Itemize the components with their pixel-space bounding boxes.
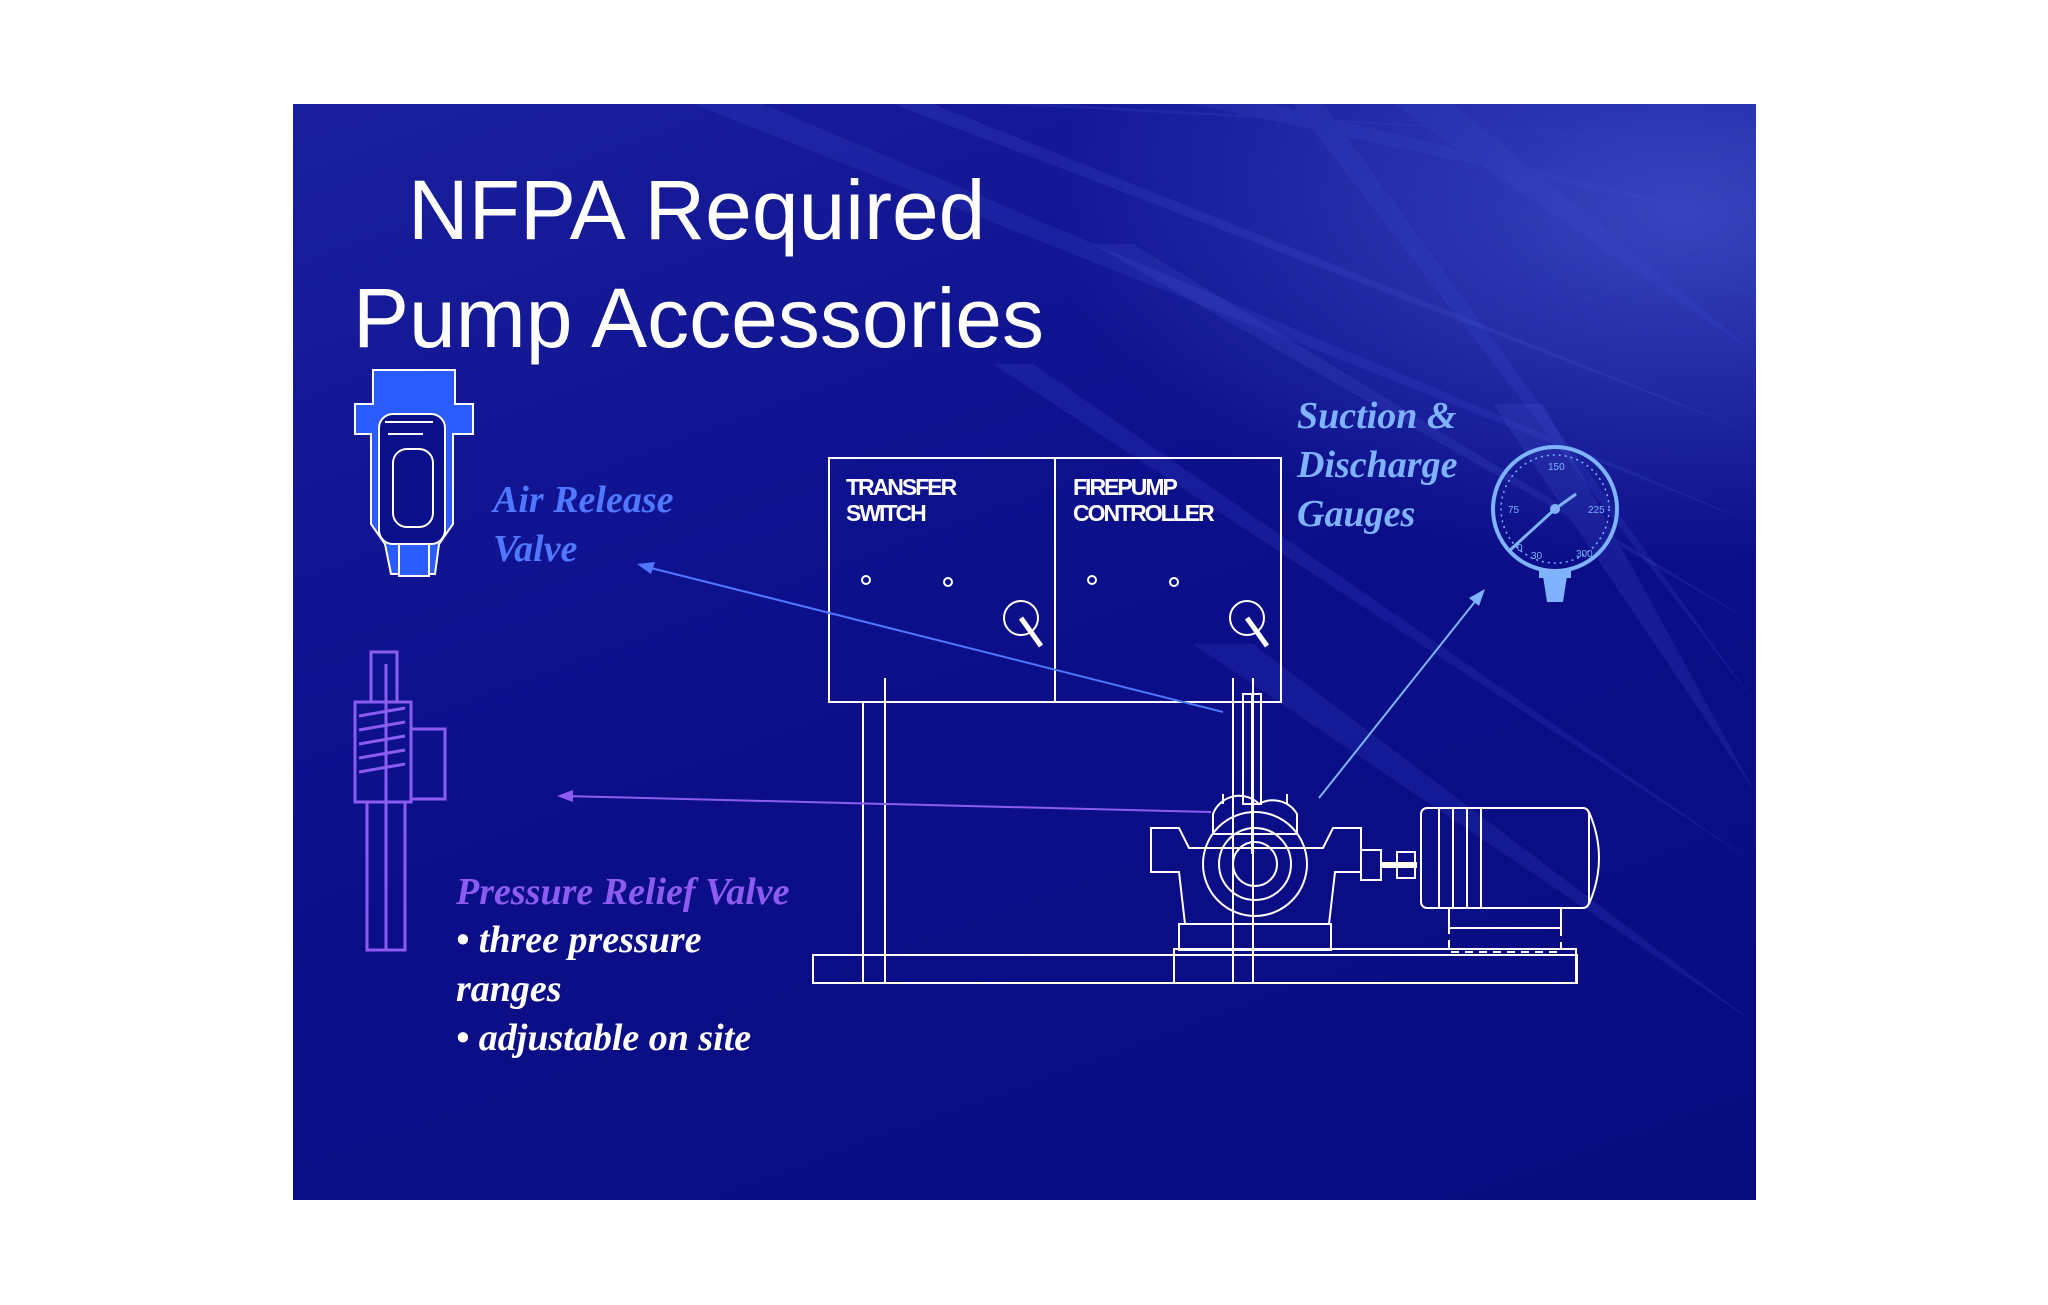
pressure-gauge-icon: 150 75 225 0 30 300 — [1491, 445, 1619, 602]
control-panels — [828, 457, 1282, 984]
gauge-tick-300: 300 — [1576, 549, 1593, 560]
bullet-1-line-1: • three pressure — [456, 919, 702, 961]
air-release-valve-icon — [354, 369, 474, 577]
pump-drawing: 150 75 225 0 30 300 — [353, 369, 1619, 984]
slide-title: NFPA Required Pump Accessories — [353, 156, 1153, 372]
controller-line-1: FIREPUMP — [1073, 474, 1178, 500]
transfer-line-2: SWITCH — [846, 500, 927, 526]
pressure-relief-bullets: • three pressure ranges • adjustable on … — [456, 916, 836, 1063]
gauges-line-2: Discharge — [1297, 444, 1458, 486]
title-line-1: NFPA Required — [408, 163, 986, 257]
pressure-relief-text: Pressure Relief Valve — [456, 871, 790, 913]
pressure-relief-valve-label: Pressure Relief Valve — [456, 868, 856, 917]
gauge-tick-30: 30 — [1531, 551, 1543, 562]
background-rays — [693, 104, 1756, 1024]
gauge-tick-0: 0 — [1517, 543, 1523, 554]
air-release-line-1: Air Release — [493, 479, 674, 521]
gauge-tick-225: 225 — [1588, 505, 1605, 516]
callout-arrows — [557, 562, 1485, 813]
gauge-tick-75: 75 — [1508, 505, 1520, 516]
air-release-valve-label: Air Release Valve — [493, 476, 673, 574]
title-line-2: Pump Accessories — [353, 271, 1044, 365]
firepump-controller-label: FIREPUMP CONTROLLER — [1073, 474, 1215, 526]
transfer-line-1: TRANSFER — [846, 474, 957, 500]
fire-pump-assembly — [812, 693, 1600, 984]
controller-line-2: CONTROLLER — [1073, 500, 1215, 526]
gauges-line-3: Gauges — [1297, 493, 1416, 535]
bullet-1-line-2: ranges — [456, 968, 562, 1010]
air-release-line-2: Valve — [493, 528, 578, 570]
bullet-2: • adjustable on site — [456, 1017, 752, 1059]
transfer-switch-label: TRANSFER SWITCH — [846, 474, 957, 526]
gauges-label: Suction & Discharge Gauges — [1297, 392, 1457, 539]
gauge-tick-150: 150 — [1548, 462, 1565, 473]
slide: NFPA Required Pump Accessories — [293, 104, 1756, 1200]
gauges-line-1: Suction & — [1297, 395, 1457, 437]
pressure-relief-valve-icon — [353, 650, 447, 952]
